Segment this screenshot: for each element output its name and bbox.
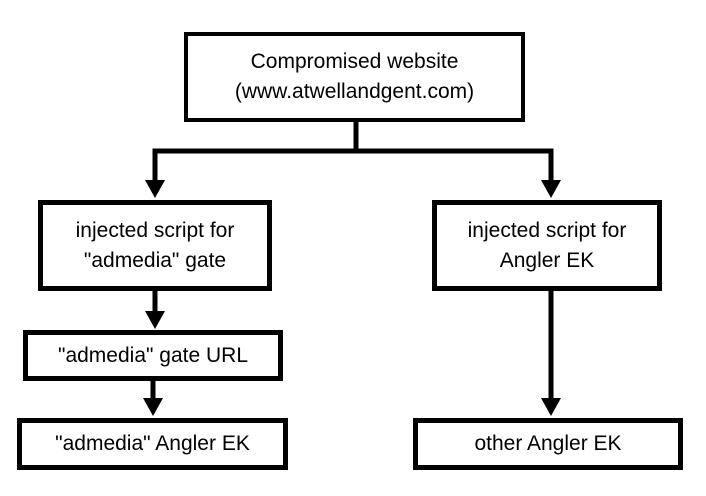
node-label-line: injected script for	[75, 218, 235, 242]
node-compromised-website: Compromised website (www.atwellandgent.c…	[184, 32, 525, 122]
node-label-line: (www.atwellandgent.com)	[234, 80, 475, 103]
arrowhead-icon-other-angler	[541, 398, 561, 416]
node-injected-script-admedia-gate: injected script for "admedia" gate	[38, 200, 272, 291]
node-admedia-angler-ek: "admedia" Angler EK	[17, 418, 288, 470]
node-other-angler-ek: other Angler EK	[413, 418, 683, 470]
node-label-line: Angler EK	[499, 248, 595, 272]
node-injected-script-angler-ek: injected script for Angler EK	[432, 200, 662, 291]
arrowhead-icon-right-branch	[541, 180, 561, 198]
node-label-line: "admedia" gate URL	[57, 343, 248, 367]
arrowhead-icon-left-branch	[145, 180, 165, 198]
node-label-line: Compromised website	[250, 50, 459, 73]
node-label-line: other Angler EK	[474, 432, 622, 455]
edge-branch-line	[152, 148, 554, 182]
node-label-line: "admedia" gate	[83, 248, 227, 272]
arrowhead-icon-gate-url	[145, 311, 165, 329]
node-label-line: injected script for	[467, 218, 627, 242]
node-admedia-gate-url: "admedia" gate URL	[23, 330, 283, 381]
node-label-line: "admedia" Angler EK	[55, 432, 250, 455]
arrowhead-icon-admedia-angler	[143, 398, 163, 416]
